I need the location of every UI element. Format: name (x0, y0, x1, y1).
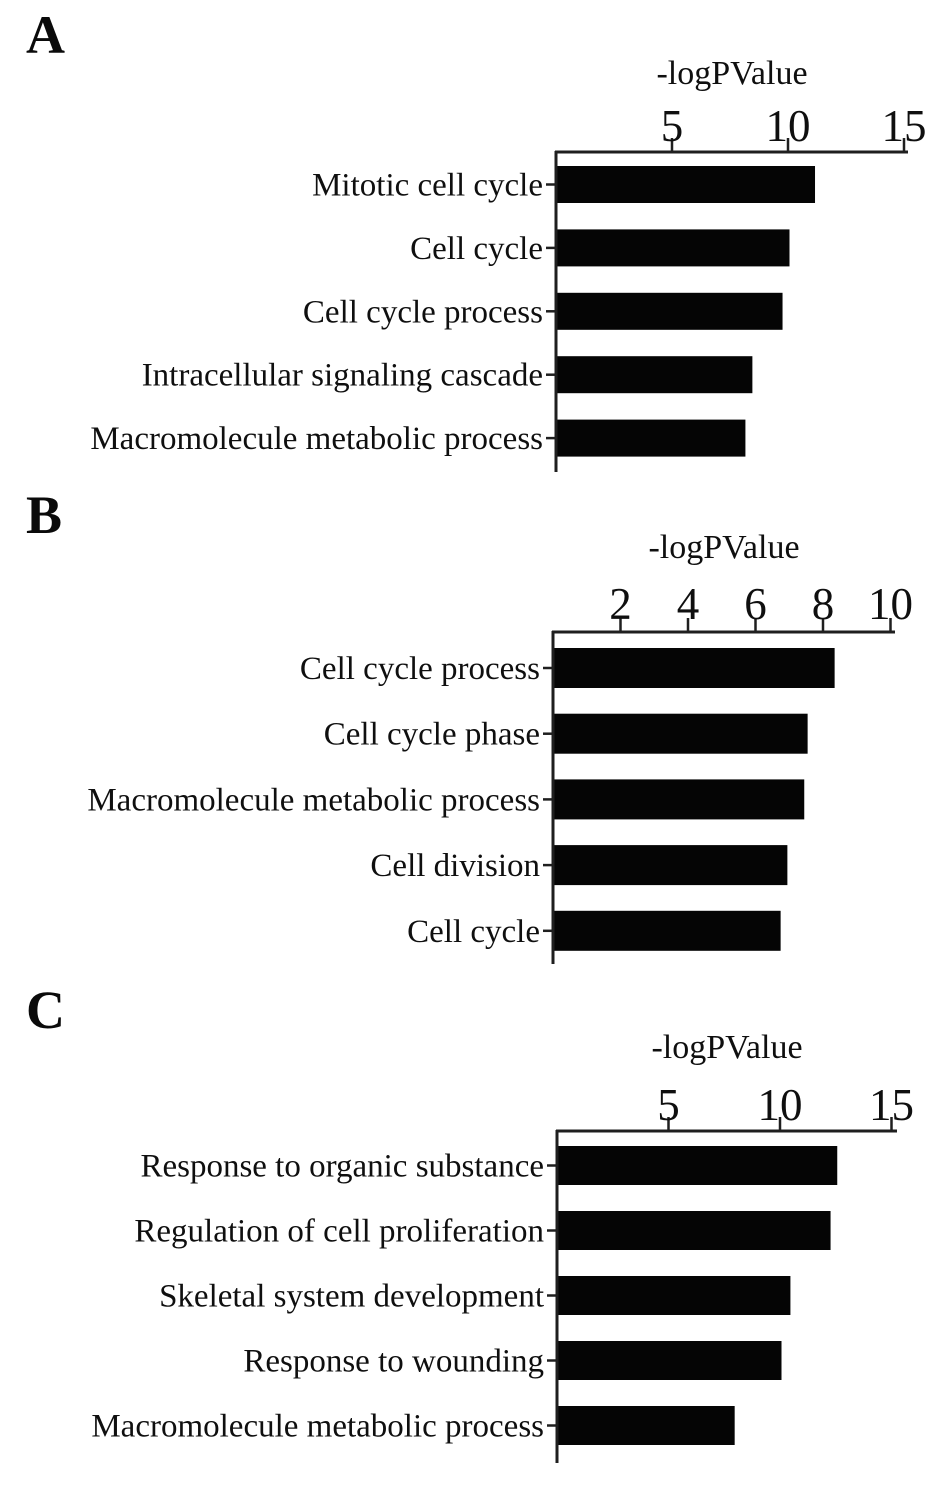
bar (557, 229, 790, 267)
bar (557, 356, 753, 394)
x-tick-label: 4 (677, 579, 700, 629)
bar (554, 910, 781, 951)
category-label: Intracellular signaling cascade (142, 358, 543, 394)
x-tick-label: 8 (812, 579, 835, 629)
x-tick-label: 15 (869, 1080, 914, 1130)
bar (554, 845, 788, 886)
axis-title: -logPValue (648, 529, 799, 566)
category-label: Macromolecule metabolic process (87, 782, 540, 818)
x-tick-label: 10 (758, 1080, 803, 1130)
category-label: Cell cycle (410, 231, 543, 267)
bar (558, 1406, 735, 1445)
axis-title: -logPValue (651, 1029, 802, 1066)
bar (558, 1146, 838, 1185)
category-label: Cell division (370, 848, 540, 884)
bar (557, 166, 816, 203)
x-tick-label: 15 (882, 101, 927, 151)
category-label: Skeletal system development (159, 1279, 544, 1315)
bar (558, 1341, 782, 1380)
bar (557, 292, 783, 330)
bar (554, 713, 808, 754)
category-label: Cell cycle (407, 914, 540, 950)
axis-title: -logPValue (656, 55, 807, 92)
category-label: Cell cycle process (300, 651, 540, 687)
x-tick-label: 10 (766, 101, 811, 151)
panel-b-letter: B (26, 485, 63, 545)
x-tick-label: 5 (661, 101, 684, 151)
bar (554, 779, 805, 820)
x-tick-label: 2 (609, 579, 632, 629)
bar (558, 1211, 831, 1250)
panel-a-letter: A (26, 5, 65, 65)
category-label: Cell cycle process (303, 294, 543, 330)
bar (557, 419, 746, 457)
category-label: Regulation of cell proliferation (134, 1214, 544, 1250)
x-tick-label: 6 (744, 579, 767, 629)
category-label: Macromolecule metabolic process (90, 421, 543, 457)
bar (558, 1276, 791, 1315)
panel-c-letter: C (26, 980, 65, 1040)
bar (554, 648, 835, 688)
category-label: Response to wounding (243, 1344, 544, 1380)
category-label: Response to organic substance (140, 1149, 544, 1185)
x-tick-label: 10 (868, 579, 913, 629)
category-label: Mitotic cell cycle (312, 168, 543, 204)
x-tick-label: 5 (657, 1080, 680, 1130)
category-label: Cell cycle phase (324, 717, 540, 753)
category-label: Macromolecule metabolic process (91, 1409, 544, 1445)
